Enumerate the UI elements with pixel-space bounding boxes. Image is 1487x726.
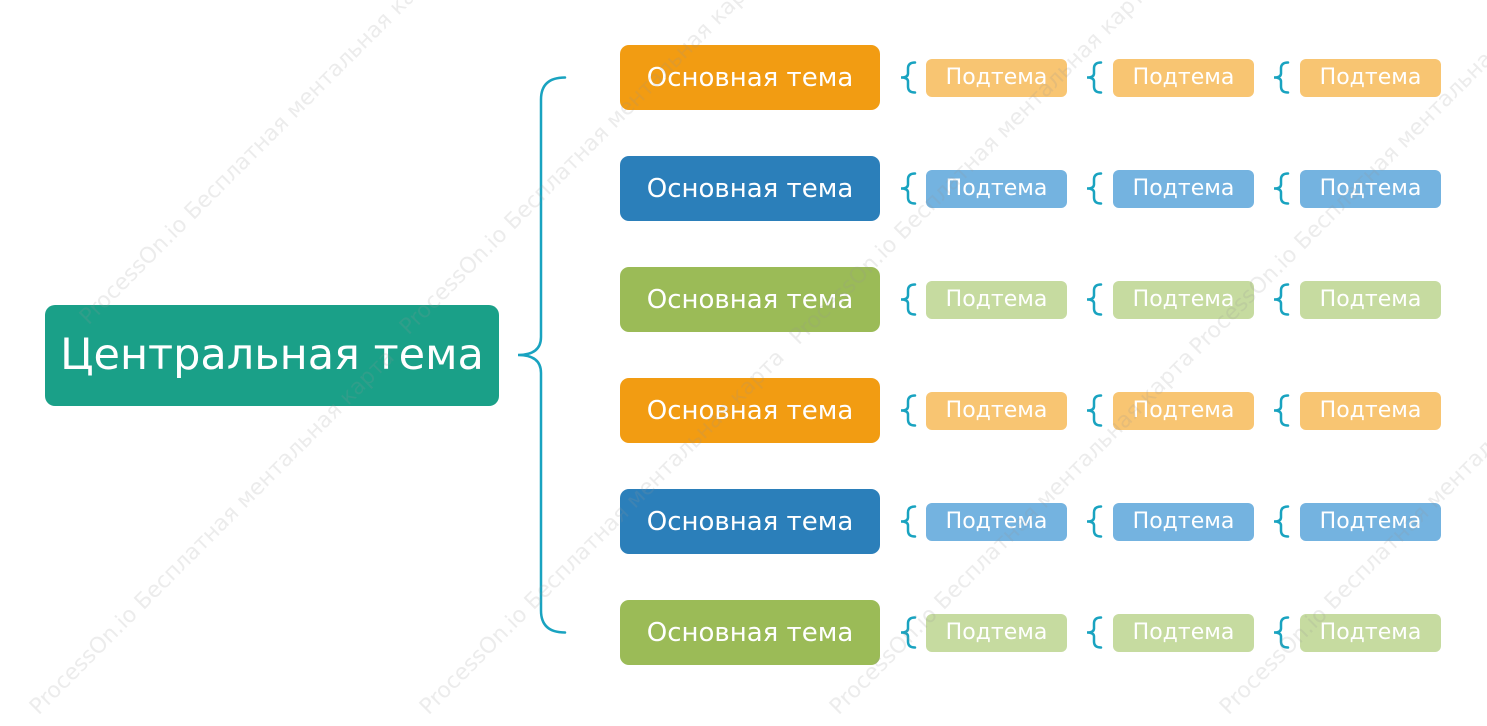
subtopic-brace bbox=[900, 616, 917, 649]
subtopic[interactable]: Подтема bbox=[1300, 280, 1441, 319]
subtopic-brace bbox=[1086, 283, 1103, 316]
subtopic[interactable]: Подтема bbox=[926, 169, 1067, 208]
subtopic[interactable]: Подтема bbox=[926, 58, 1067, 97]
subtopic[interactable]: Подтема bbox=[1113, 280, 1254, 319]
subtopic-brace bbox=[1086, 61, 1103, 94]
main-topic[interactable]: Основная тема bbox=[620, 156, 880, 221]
subtopic[interactable]: Подтема bbox=[1300, 502, 1441, 541]
subtopic-brace bbox=[1086, 394, 1103, 427]
subtopic-brace bbox=[1086, 505, 1103, 538]
subtopic[interactable]: Подтема bbox=[926, 502, 1067, 541]
subtopic-brace bbox=[1273, 172, 1290, 205]
subtopic[interactable]: Подтема bbox=[1300, 613, 1441, 652]
main-topic[interactable]: Основная тема bbox=[620, 45, 880, 110]
subtopic-brace bbox=[1273, 616, 1290, 649]
subtopic-brace bbox=[900, 505, 917, 538]
subtopic-brace bbox=[900, 283, 917, 316]
subtopic[interactable]: Подтема bbox=[1300, 58, 1441, 97]
subtopic[interactable]: Подтема bbox=[1300, 391, 1441, 430]
main-topic[interactable]: Основная тема bbox=[620, 378, 880, 443]
subtopic-brace bbox=[900, 394, 917, 427]
subtopic-brace bbox=[1086, 616, 1103, 649]
subtopic[interactable]: Подтема bbox=[1300, 169, 1441, 208]
subtopic-brace bbox=[1273, 283, 1290, 316]
subtopic-brace bbox=[1086, 172, 1103, 205]
subtopic-brace bbox=[1273, 505, 1290, 538]
central-brace bbox=[517, 76, 567, 634]
main-topic[interactable]: Основная тема bbox=[620, 267, 880, 332]
main-topic[interactable]: Основная тема bbox=[620, 600, 880, 665]
central-topic[interactable]: Центральная тема bbox=[45, 305, 499, 406]
main-topic[interactable]: Основная тема bbox=[620, 489, 880, 554]
subtopic[interactable]: Подтема bbox=[926, 280, 1067, 319]
subtopic[interactable]: Подтема bbox=[1113, 391, 1254, 430]
subtopic[interactable]: Подтема bbox=[1113, 502, 1254, 541]
subtopic[interactable]: Подтема bbox=[1113, 169, 1254, 208]
subtopic-brace bbox=[900, 61, 917, 94]
subtopic[interactable]: Подтема bbox=[1113, 613, 1254, 652]
subtopic-brace bbox=[1273, 61, 1290, 94]
subtopic[interactable]: Подтема bbox=[926, 391, 1067, 430]
subtopic-brace bbox=[1273, 394, 1290, 427]
subtopic[interactable]: Подтема bbox=[1113, 58, 1254, 97]
subtopic-brace bbox=[900, 172, 917, 205]
subtopic[interactable]: Подтема bbox=[926, 613, 1067, 652]
